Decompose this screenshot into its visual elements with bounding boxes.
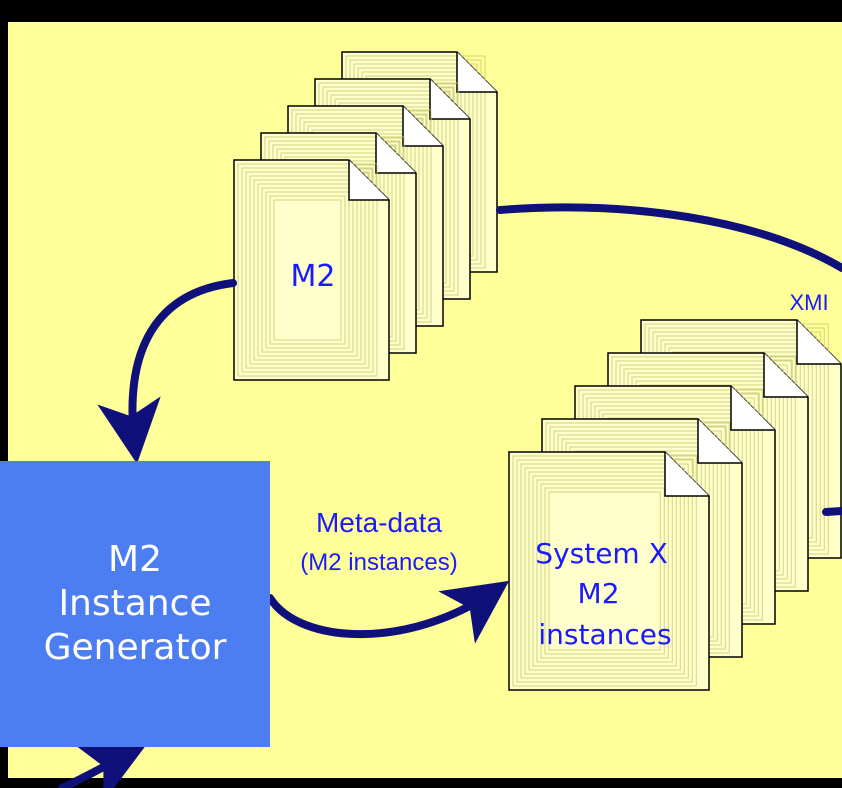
m2-to-xmi-arrow bbox=[496, 203, 842, 272]
generator-label-line-2: Instance bbox=[58, 583, 212, 624]
instances-label-line-1: System X bbox=[535, 537, 668, 570]
instances-label-line-3: instances bbox=[538, 618, 671, 651]
instances-label-line-2: M2 bbox=[578, 577, 620, 610]
generator-label-line-3: Generator bbox=[43, 627, 227, 668]
metadata-sublabel: (M2 instances) bbox=[300, 549, 457, 576]
m2-document-page bbox=[233, 159, 390, 381]
m2-to-generator-arrow bbox=[97, 279, 237, 464]
m2-stack-label: M2 bbox=[291, 259, 336, 294]
generator-label-line-1: M2 bbox=[108, 539, 162, 580]
m2-document-stack bbox=[233, 51, 498, 381]
instances-stack-label: System X M2 instances bbox=[535, 537, 676, 651]
xmi-label: XMI bbox=[789, 290, 828, 315]
instances-document-stack bbox=[508, 319, 842, 691]
xmi-return-arrow-stub bbox=[822, 507, 842, 516]
instances-document-page bbox=[508, 451, 710, 691]
input-to-generator-arrow bbox=[58, 744, 147, 788]
metadata-to-instances-arrow bbox=[266, 580, 510, 644]
m2-instance-generator-box: M2 Instance Generator bbox=[0, 461, 270, 747]
metadata-label: Meta-data bbox=[316, 507, 442, 538]
